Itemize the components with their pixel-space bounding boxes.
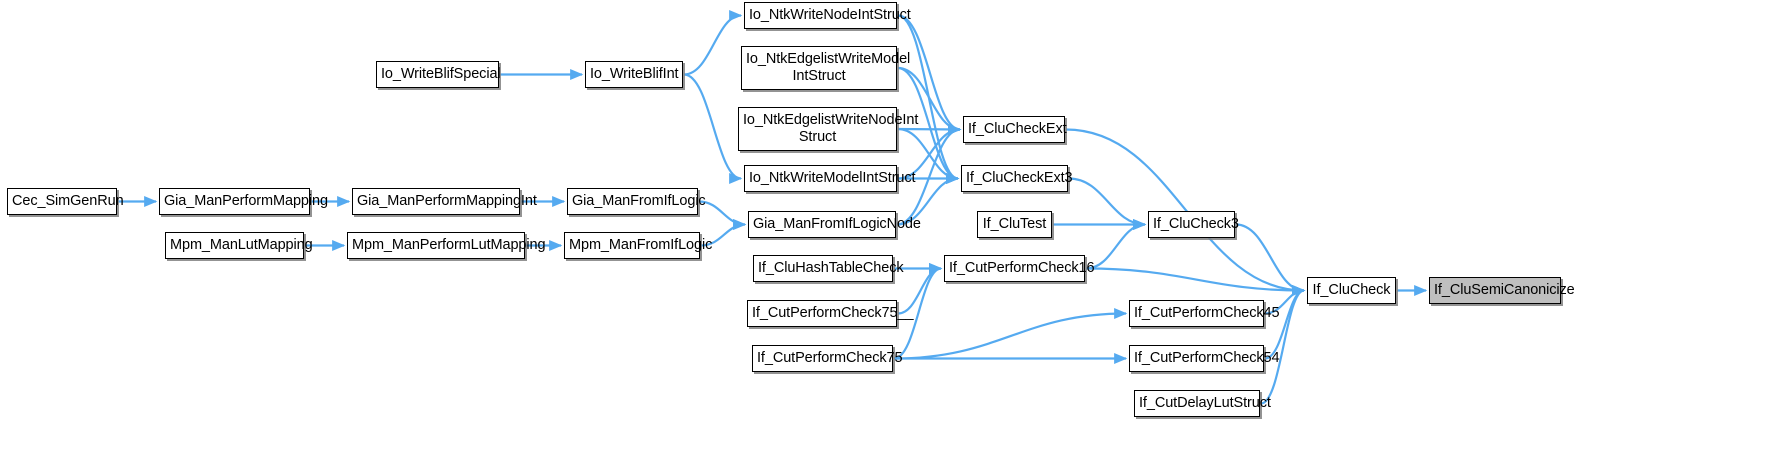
graph-node-label: Gia_ManFromIfLogicNode: [753, 216, 921, 232]
graph-node-label: Gia_ManPerformMappingInt: [357, 193, 537, 209]
graph-node-label: Mpm_ManFromIfLogic: [569, 237, 713, 253]
graph-node-label: If_CluCheck3: [1153, 216, 1239, 232]
graph-edge-if_cutperformcheck75-to-if_cutperformcheck45: [893, 308, 1128, 360]
graph-node-io_ntkwritemodelintstruct[interactable]: Io_NtkWriteModelIntStruct: [744, 165, 916, 192]
graph-edge-io_writeblifint-to-io_ntkwritenodeintstruct: [683, 10, 743, 76]
graph-node-label: Io_NtkEdgelistWriteModel IntStruct: [746, 51, 911, 84]
graph-node-if_cutperformcheck16[interactable]: If_CutPerformCheck16: [944, 255, 1095, 282]
graph-node-label: If_CutPerformCheck54: [1134, 350, 1280, 366]
graph-node-gia_manperformmapping[interactable]: Gia_ManPerformMapping: [159, 188, 328, 215]
graph-node-mpm_manfromiflogic[interactable]: Mpm_ManFromIfLogic: [564, 232, 713, 259]
graph-node-if_clucheck[interactable]: If_CluCheck: [1307, 277, 1396, 304]
graph-node-mpm_manlutmapping[interactable]: Mpm_ManLutMapping: [165, 232, 313, 259]
graph-node-label: If_CutPerformCheck75: [757, 350, 903, 366]
graph-edge-io_ntkwritenodeintstruct-to-if_cluCheckExt3: [897, 14, 960, 184]
graph-edge-if_cluCheckExt3-to-if_clucheck3: [1068, 177, 1147, 230]
graph-node-mpm_manperformlutmapping[interactable]: Mpm_ManPerformLutMapping: [347, 232, 546, 259]
graph-node-label: If_CutPerformCheck45: [1134, 305, 1280, 321]
graph-edge-if_clucheck3-to-if_clucheck: [1235, 223, 1306, 296]
graph-node-if_clutest[interactable]: If_CluTest: [977, 211, 1052, 238]
graph-node-gia_manfromiflogicnode[interactable]: Gia_ManFromIfLogicNode: [748, 211, 921, 238]
graph-node-label: If_CluSemiCanonicize: [1434, 282, 1575, 298]
graph-node-gia_manfromiflogic[interactable]: Gia_ManFromIfLogic: [567, 188, 706, 215]
graph-node-if_cluCheckExt3[interactable]: If_CluCheckExt3: [961, 165, 1073, 192]
graph-node-io_ntkedgelistwritemodelintstruct[interactable]: Io_NtkEdgelistWriteModel IntStruct: [741, 46, 911, 90]
graph-node-label: If_CluCheckExt: [968, 121, 1067, 137]
graph-edge-if_cutperformcheck16-to-if_clucheck: [1085, 267, 1306, 296]
graph-node-label: If_CluCheckExt3: [966, 170, 1073, 186]
graph-node-label: If_CluCheck: [1312, 282, 1391, 298]
graph-node-if_cutdelaylutstruct[interactable]: If_CutDelayLutStruct: [1134, 390, 1271, 417]
graph-node-label: If_CluTest: [982, 216, 1047, 232]
graph-node-label: If_CutPerformCheck75__: [752, 305, 914, 321]
graph-node-label: If_CutDelayLutStruct: [1139, 395, 1271, 411]
graph-node-label: Gia_ManFromIfLogic: [572, 193, 706, 209]
graph-node-cec_simgenrun[interactable]: Cec_SimGenRun: [7, 188, 124, 215]
graph-node-label: Mpm_ManPerformLutMapping: [352, 237, 546, 253]
graph-edge-if_cutperformcheck54-to-if_clucheck: [1264, 285, 1306, 360]
graph-node-if_cutperformcheck54[interactable]: If_CutPerformCheck54: [1129, 345, 1280, 372]
graph-node-label: If_CluHashTableCheck: [758, 260, 904, 276]
graph-node-if_cutperformcheck45[interactable]: If_CutPerformCheck45: [1129, 300, 1280, 327]
graph-node-io_writeblifspecial[interactable]: Io_WriteBlifSpecial: [376, 61, 501, 88]
graph-node-label: Io_NtkWriteModelIntStruct: [749, 170, 916, 186]
graph-edge-if_cutperformcheck16-to-if_clucheck3: [1085, 219, 1147, 270]
graph-edge-io_writeblifint-to-io_ntkwritemodelintstruct: [683, 73, 743, 184]
graph-node-if_cutperformcheck75[interactable]: If_CutPerformCheck75: [752, 345, 903, 372]
graph-edge-gia_manfromiflogic-to-gia_manfromiflogicnode: [698, 200, 747, 230]
graph-node-label: If_CutPerformCheck16: [949, 260, 1095, 276]
graph-node-label: Io_NtkWriteNodeIntStruct: [749, 7, 911, 23]
graph-node-label: Gia_ManPerformMapping: [164, 193, 328, 209]
graph-node-label: Io_WriteBlifInt: [590, 66, 679, 82]
graph-node-label: Mpm_ManLutMapping: [170, 237, 313, 253]
graph-node-if_cutperformcheck75__[interactable]: If_CutPerformCheck75__: [747, 300, 914, 327]
graph-node-if_cluCheckExt[interactable]: If_CluCheckExt: [963, 116, 1067, 143]
graph-node-if_clusemicanonicize[interactable]: If_CluSemiCanonicize: [1429, 277, 1575, 304]
graph-node-io_ntkedgelistwritenodeintstruct[interactable]: Io_NtkEdgelistWriteNodeInt Struct: [738, 107, 919, 151]
graph-node-label: Io_NtkEdgelistWriteNodeInt Struct: [743, 112, 919, 145]
graph-node-io_writeblifint[interactable]: Io_WriteBlifInt: [585, 61, 683, 88]
graph-node-if_clucheck3[interactable]: If_CluCheck3: [1148, 211, 1239, 238]
graph-edge-if_cluCheckExt-to-if_clucheck: [1065, 128, 1306, 296]
graph-node-if_cluhashtablecheck[interactable]: If_CluHashTableCheck: [753, 255, 904, 282]
graph-node-label: Io_WriteBlifSpecial: [381, 66, 501, 82]
graph-node-label: Cec_SimGenRun: [12, 193, 124, 209]
graph-node-gia_manperformmappingint[interactable]: Gia_ManPerformMappingInt: [352, 188, 537, 215]
graph-node-io_ntkwritenodeintstruct[interactable]: Io_NtkWriteNodeIntStruct: [744, 2, 911, 29]
graph-edge-io_ntkedgelistwritenodeintstruct-to-if_cluCheckExt: [897, 123, 962, 135]
